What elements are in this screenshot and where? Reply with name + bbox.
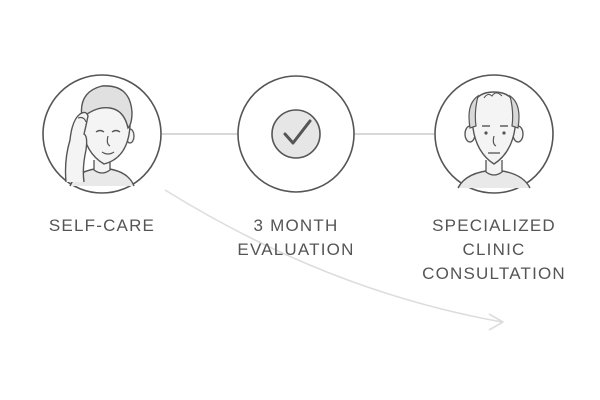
step-2-label-line-2: EVALUATION — [237, 240, 355, 259]
step-3-label-line-1: SPECIALIZED — [432, 216, 556, 235]
step-2-label: 3 MONTH EVALUATION — [211, 214, 381, 262]
step-1-label-line-1: SELF-CARE — [48, 216, 156, 235]
step-1-node — [42, 74, 162, 194]
step-1-label: SELF-CARE — [22, 214, 182, 238]
balding-man-icon — [457, 91, 531, 189]
arrow-head-icon — [488, 313, 504, 331]
man-touching-head-icon — [64, 85, 135, 187]
step-3-label: SPECIALIZED CLINIC CONSULTATION — [404, 214, 584, 286]
checkmark-icon — [271, 109, 321, 159]
step-3-label-line-3: CONSULTATION — [422, 264, 566, 283]
step-2-node — [237, 75, 355, 193]
step-3-node — [434, 74, 554, 194]
step-2-label-line-1: 3 MONTH — [253, 216, 339, 235]
step-3-label-line-2: CLINIC — [462, 240, 526, 259]
progression-arrow — [164, 189, 503, 323]
